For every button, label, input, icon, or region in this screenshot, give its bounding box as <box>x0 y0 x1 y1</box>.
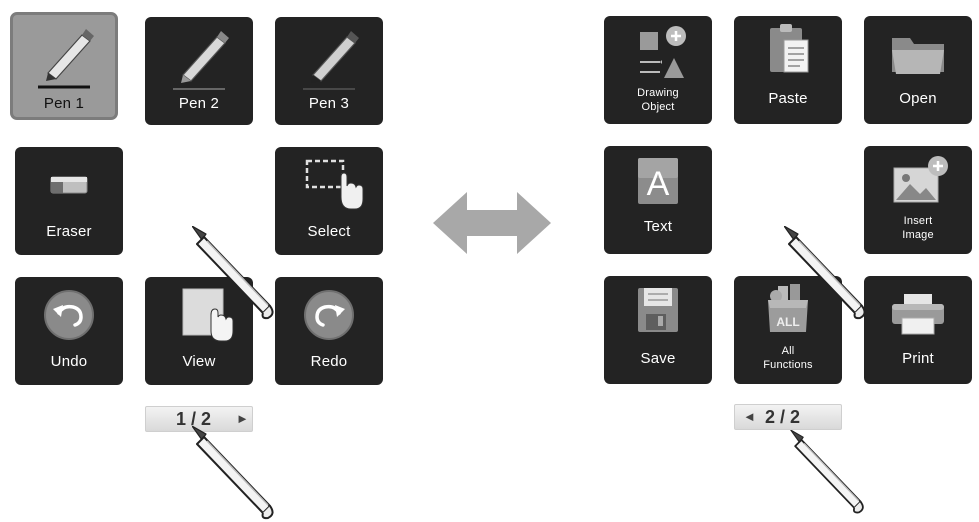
drawing-object-label: Drawing Object <box>637 87 679 113</box>
select-icon <box>275 153 383 217</box>
pen-icon <box>275 23 383 90</box>
paste-label: Paste <box>768 90 808 107</box>
all-functions-icon-text: ALL <box>776 315 799 329</box>
redo-icon <box>275 283 383 347</box>
pen3-label: Pen 3 <box>308 95 350 112</box>
pen3-button[interactable]: Pen 3 <box>275 17 383 125</box>
toolbar-page-1: Pen 1 Pen 2 Pen 3 <box>0 0 400 520</box>
view-label: View <box>182 353 216 370</box>
swap-arrow-icon <box>433 190 551 256</box>
text-button[interactable]: A Text <box>604 146 712 254</box>
all-functions-icon: ALL <box>734 282 842 346</box>
previous-page-arrow-icon[interactable]: ◄ <box>743 409 756 424</box>
eraser-button[interactable]: Eraser <box>15 147 123 255</box>
pen2-button[interactable]: Pen 2 <box>145 17 253 125</box>
drawing-object-button[interactable]: Drawing Object <box>604 16 712 124</box>
print-button[interactable]: Print <box>864 276 972 384</box>
toolbar-page-2: Drawing Object Paste Open <box>590 0 979 515</box>
undo-label: Undo <box>50 353 88 370</box>
eraser-label: Eraser <box>46 223 92 240</box>
page-indicator-text: 2 / 2 <box>765 407 801 427</box>
stylus-icon <box>789 430 864 514</box>
insert-image-label: Insert Image <box>902 215 934 241</box>
save-icon <box>604 282 712 346</box>
open-button[interactable]: Open <box>864 16 972 124</box>
save-label: Save <box>640 350 676 367</box>
pen-icon <box>13 21 115 89</box>
open-label: Open <box>899 90 937 107</box>
paste-icon <box>734 22 842 86</box>
printer-icon <box>864 282 972 346</box>
text-icon-letter: A <box>647 165 670 203</box>
save-button[interactable]: Save <box>604 276 712 384</box>
select-label: Select <box>307 223 351 240</box>
insert-image-button[interactable]: Insert Image <box>864 146 972 254</box>
text-label: Text <box>643 218 673 235</box>
paste-button[interactable]: Paste <box>734 16 842 124</box>
pen2-label: Pen 2 <box>178 95 220 112</box>
pen1-button[interactable]: Pen 1 <box>10 12 118 120</box>
view-icon <box>145 283 253 347</box>
next-page-arrow-icon[interactable]: ► <box>236 411 249 426</box>
undo-icon <box>15 283 123 347</box>
view-button[interactable]: View <box>145 277 253 385</box>
print-label: Print <box>902 350 934 367</box>
eraser-icon <box>15 153 123 217</box>
insert-image-icon <box>864 152 972 216</box>
folder-icon <box>864 22 972 86</box>
all-functions-button[interactable]: ALL All Functions <box>734 276 842 384</box>
pen-icon <box>145 23 253 90</box>
drawing-object-icon <box>604 22 712 86</box>
page-indicator-text: 1 / 2 <box>176 409 212 429</box>
text-icon: A <box>604 152 712 216</box>
stylus-icon <box>192 426 274 520</box>
pen1-label: Pen 1 <box>43 95 85 112</box>
undo-button[interactable]: Undo <box>15 277 123 385</box>
redo-button[interactable]: Redo <box>275 277 383 385</box>
page-indicator[interactable]: ◄ 2 / 2 <box>734 404 842 430</box>
page-indicator[interactable]: 1 / 2 ► <box>145 406 253 432</box>
redo-label: Redo <box>310 353 348 370</box>
all-functions-label: All Functions <box>763 345 813 371</box>
select-button[interactable]: Select <box>275 147 383 255</box>
